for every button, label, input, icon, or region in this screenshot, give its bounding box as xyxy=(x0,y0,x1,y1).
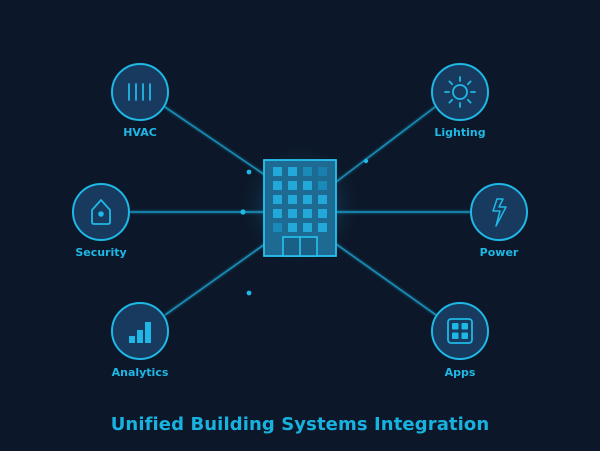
node-hvac: HVAC xyxy=(111,63,169,139)
connector-lighting xyxy=(335,106,436,183)
node-label-lighting: Lighting xyxy=(434,126,485,139)
node-label-hvac: HVAC xyxy=(123,126,157,139)
node-apps: Apps xyxy=(431,302,489,379)
connector-analytics xyxy=(164,243,266,316)
office-building-icon xyxy=(263,159,337,257)
node-label-security: Security xyxy=(75,246,126,259)
node-label-apps: Apps xyxy=(445,366,476,379)
app-grid-icon xyxy=(447,318,473,344)
sun-icon xyxy=(444,76,476,108)
bar-chart-icon xyxy=(129,322,151,343)
data-dot xyxy=(246,169,252,175)
connector-hvac xyxy=(164,106,266,176)
connector-apps xyxy=(335,243,437,316)
data-dot xyxy=(240,209,246,215)
connector-lines xyxy=(130,106,470,316)
node-security: Security xyxy=(72,183,130,259)
diagram-title: Unified Building Systems Integration xyxy=(110,414,490,435)
node-lighting: Lighting xyxy=(431,63,489,139)
security-shield-icon xyxy=(91,199,111,225)
data-dots xyxy=(240,158,369,296)
hvac-vents-icon xyxy=(128,83,151,101)
node-label-power: Power xyxy=(480,246,519,259)
data-dot xyxy=(363,158,369,164)
data-dot xyxy=(246,290,252,296)
lightning-bolt-icon xyxy=(492,198,507,227)
node-label-analytics: Analytics xyxy=(112,366,169,379)
node-analytics: Analytics xyxy=(111,302,169,379)
node-power: Power xyxy=(470,183,528,259)
